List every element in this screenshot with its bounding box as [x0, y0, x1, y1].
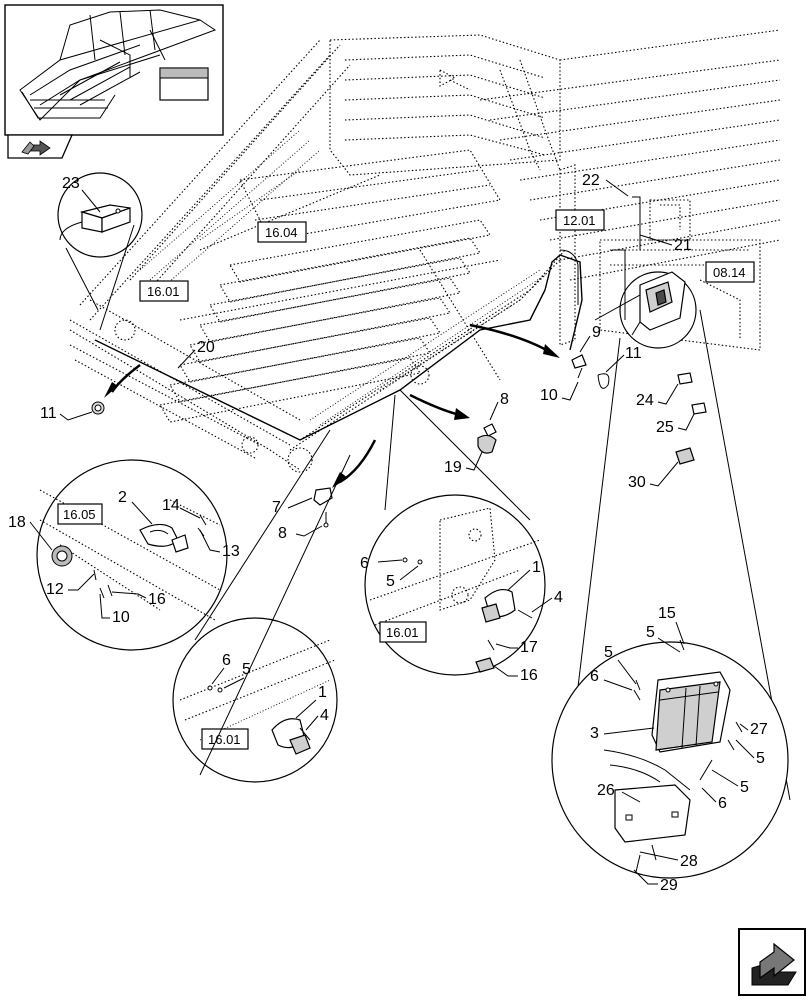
- ref-16-04[interactable]: 16.04: [257, 221, 307, 243]
- arrow-into-box-icon: [21, 140, 51, 156]
- svg-text:2: 2: [118, 489, 127, 506]
- ref-08-14[interactable]: 08.14: [705, 261, 755, 283]
- main-assembly-drawing: [69, 29, 781, 473]
- main-small-parts: [91, 354, 707, 528]
- svg-text:20: 20: [197, 339, 215, 356]
- svg-text:6: 6: [590, 668, 599, 685]
- svg-text:24: 24: [636, 392, 654, 409]
- svg-text:28: 28: [680, 853, 698, 870]
- svg-text:19: 19: [444, 459, 462, 476]
- svg-text:5: 5: [604, 644, 613, 661]
- svg-text:5: 5: [646, 624, 655, 641]
- svg-text:27: 27: [750, 721, 768, 738]
- svg-text:16: 16: [520, 667, 538, 684]
- svg-text:22: 22: [582, 172, 600, 189]
- svg-text:16.05: 16.05: [63, 507, 96, 522]
- svg-text:10: 10: [540, 387, 558, 404]
- svg-text:16.01: 16.01: [147, 284, 180, 299]
- svg-text:13: 13: [222, 543, 240, 560]
- svg-text:11: 11: [625, 345, 642, 362]
- callouts: 23 22 21 20 11 9 11 10 8 19 24 25: [8, 172, 768, 894]
- ref-16-05-box: 16.05: [57, 503, 103, 525]
- ref-16-01-top[interactable]: 16.01: [139, 280, 189, 302]
- svg-text:23: 23: [62, 175, 80, 192]
- direction-arrows: [104, 323, 560, 488]
- detail-circle-16-01-mid: 16.01: [364, 389, 546, 676]
- svg-text:26: 26: [597, 782, 615, 799]
- ref-16-01-lower-box: 16.01: [201, 728, 249, 750]
- svg-text:4: 4: [320, 707, 329, 724]
- svg-text:6: 6: [360, 555, 369, 572]
- svg-text:16.01: 16.01: [386, 625, 419, 640]
- svg-text:29: 29: [660, 877, 678, 894]
- overview-thumbnail[interactable]: [4, 4, 224, 159]
- detail-circle-16-05: 16.05: [36, 459, 228, 651]
- svg-text:08.14: 08.14: [713, 265, 746, 280]
- svg-text:17: 17: [520, 639, 538, 656]
- svg-text:5: 5: [242, 661, 251, 678]
- detail-circle-sensor: [567, 196, 791, 801]
- svg-text:16: 16: [148, 591, 166, 608]
- ref-12-01[interactable]: 12.01: [555, 209, 605, 231]
- svg-text:12: 12: [46, 581, 64, 598]
- svg-text:7: 7: [272, 499, 281, 516]
- detail-circle-16-01-lower: 16.01: [172, 429, 351, 783]
- svg-text:16.04: 16.04: [265, 225, 298, 240]
- svg-text:25: 25: [656, 419, 674, 436]
- svg-text:15: 15: [658, 605, 676, 622]
- svg-text:12.01: 12.01: [563, 213, 596, 228]
- svg-text:9: 9: [592, 324, 601, 341]
- svg-text:21: 21: [674, 237, 692, 254]
- detail-circle-control-box: [551, 639, 789, 879]
- svg-text:6: 6: [718, 795, 727, 812]
- svg-text:16.01: 16.01: [208, 732, 241, 747]
- conveyor-rollers: [159, 149, 501, 423]
- next-page-button[interactable]: [738, 928, 806, 996]
- svg-text:18: 18: [8, 514, 26, 531]
- next-page-arrow-icon: [751, 942, 797, 986]
- svg-text:11: 11: [40, 405, 57, 422]
- svg-text:14: 14: [162, 497, 180, 514]
- svg-text:5: 5: [756, 750, 765, 767]
- detail-circle-23: [57, 172, 143, 331]
- svg-text:10: 10: [112, 609, 130, 626]
- svg-text:1: 1: [318, 684, 327, 701]
- svg-text:4: 4: [554, 589, 563, 606]
- svg-text:1: 1: [532, 559, 541, 576]
- svg-text:8: 8: [278, 525, 287, 542]
- svg-text:5: 5: [740, 779, 749, 796]
- svg-text:30: 30: [628, 474, 646, 491]
- svg-text:6: 6: [222, 652, 231, 669]
- svg-text:5: 5: [386, 573, 395, 590]
- ref-16-01-mid-box: 16.01: [379, 621, 427, 643]
- cable-harness: [94, 249, 583, 441]
- svg-text:3: 3: [590, 725, 599, 742]
- svg-text:8: 8: [500, 391, 509, 408]
